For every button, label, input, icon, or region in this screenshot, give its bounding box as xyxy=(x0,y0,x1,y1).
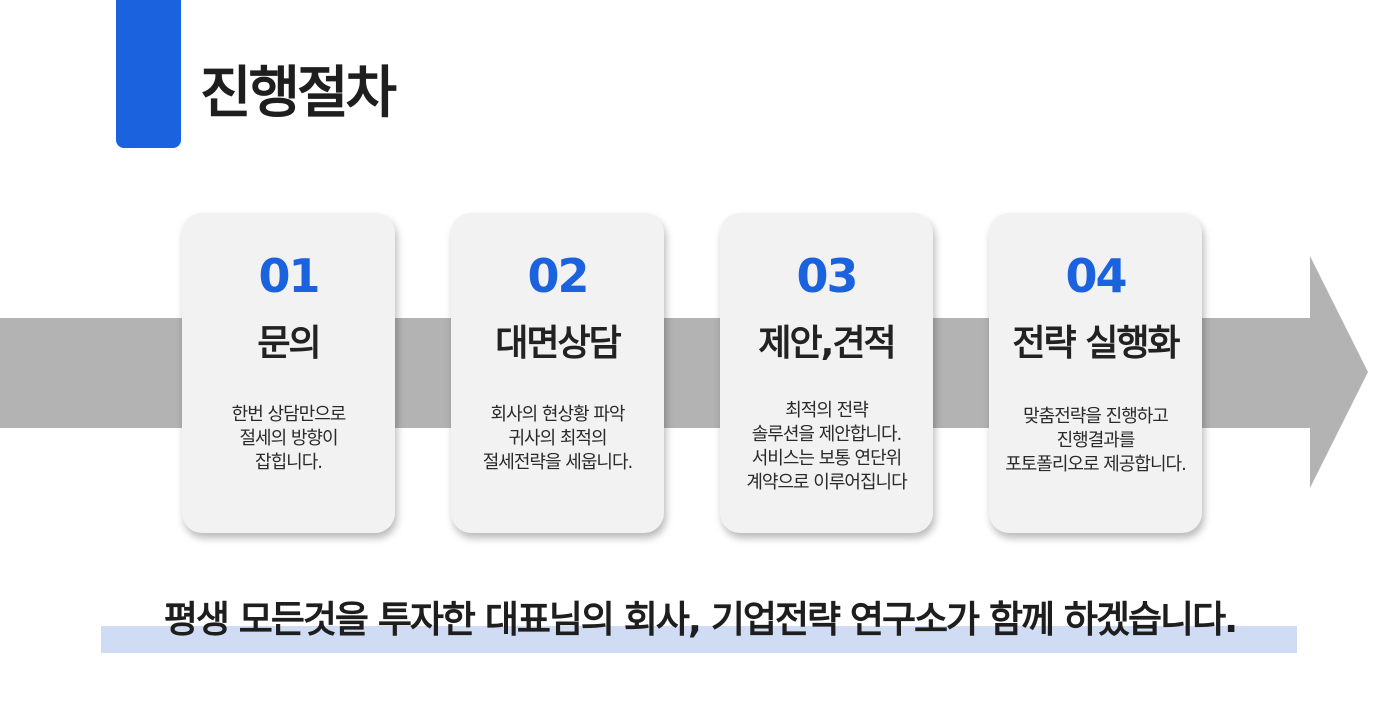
step-number: 04 xyxy=(1065,249,1127,303)
step-title: 대면상담 xyxy=(495,323,621,364)
step-card-2: 02 대면상담 회사의 현상황 파악 귀사의 최적의 절세전략을 세웁니다. xyxy=(451,213,664,533)
step-description-line: 서비스는 보통 연단위 xyxy=(751,448,902,469)
step-description-line: 최적의 전략 xyxy=(785,400,869,421)
step-title: 제안,견적 xyxy=(758,323,896,364)
step-description-line: 회사의 현상황 파악 xyxy=(490,404,626,425)
step-description-line: 잡힙니다. xyxy=(255,452,323,473)
step-title: 전략 실행화 xyxy=(1012,323,1180,364)
step-card-3: 03 제안,견적 최적의 전략 솔루션을 제안합니다. 서비스는 보통 연단위 … xyxy=(720,213,933,533)
step-number: 01 xyxy=(258,249,320,303)
tagline-highlight xyxy=(101,626,1297,653)
step-description-line: 절세의 방향이 xyxy=(239,428,338,449)
step-description-line: 절세전략을 세웁니다. xyxy=(482,452,633,473)
title-accent-bar xyxy=(116,0,181,148)
step-description-line: 진행결과를 xyxy=(1056,430,1136,451)
step-description: 회사의 현상황 파악 귀사의 최적의 절세전략을 세웁니다. xyxy=(451,403,664,475)
step-description: 한번 상담만으로 절세의 방향이 잡힙니다. xyxy=(182,403,395,475)
step-description-line: 포토폴리오로 제공합니다. xyxy=(1005,454,1187,475)
step-description-line: 한번 상담만으로 xyxy=(231,404,347,425)
step-title: 문의 xyxy=(257,323,321,364)
step-number: 03 xyxy=(796,249,858,303)
step-card-4: 04 전략 실행화 맞춤전략을 진행하고 진행결과를 포토폴리오로 제공합니다. xyxy=(989,213,1202,533)
process-arrow-head-icon xyxy=(1310,256,1368,488)
step-description-line: 솔루션을 제안합니다. xyxy=(751,424,902,445)
step-description: 최적의 전략 솔루션을 제안합니다. 서비스는 보통 연단위 계약으로 이루어집… xyxy=(720,399,933,495)
step-description: 맞춤전략을 진행하고 진행결과를 포토폴리오로 제공합니다. xyxy=(989,405,1202,477)
step-description-line: 계약으로 이루어집니다 xyxy=(746,472,907,493)
footer-tagline: 평생 모든것을 투자한 대표님의 회사, 기업전략 연구소가 함께 하겠습니다. xyxy=(163,598,1238,641)
step-card-1: 01 문의 한번 상담만으로 절세의 방향이 잡힙니다. xyxy=(182,213,395,533)
step-description-line: 귀사의 최적의 xyxy=(508,428,607,449)
step-number: 02 xyxy=(527,249,589,303)
page-title: 진행절차 xyxy=(200,61,397,126)
step-description-line: 맞춤전략을 진행하고 xyxy=(1023,406,1169,427)
